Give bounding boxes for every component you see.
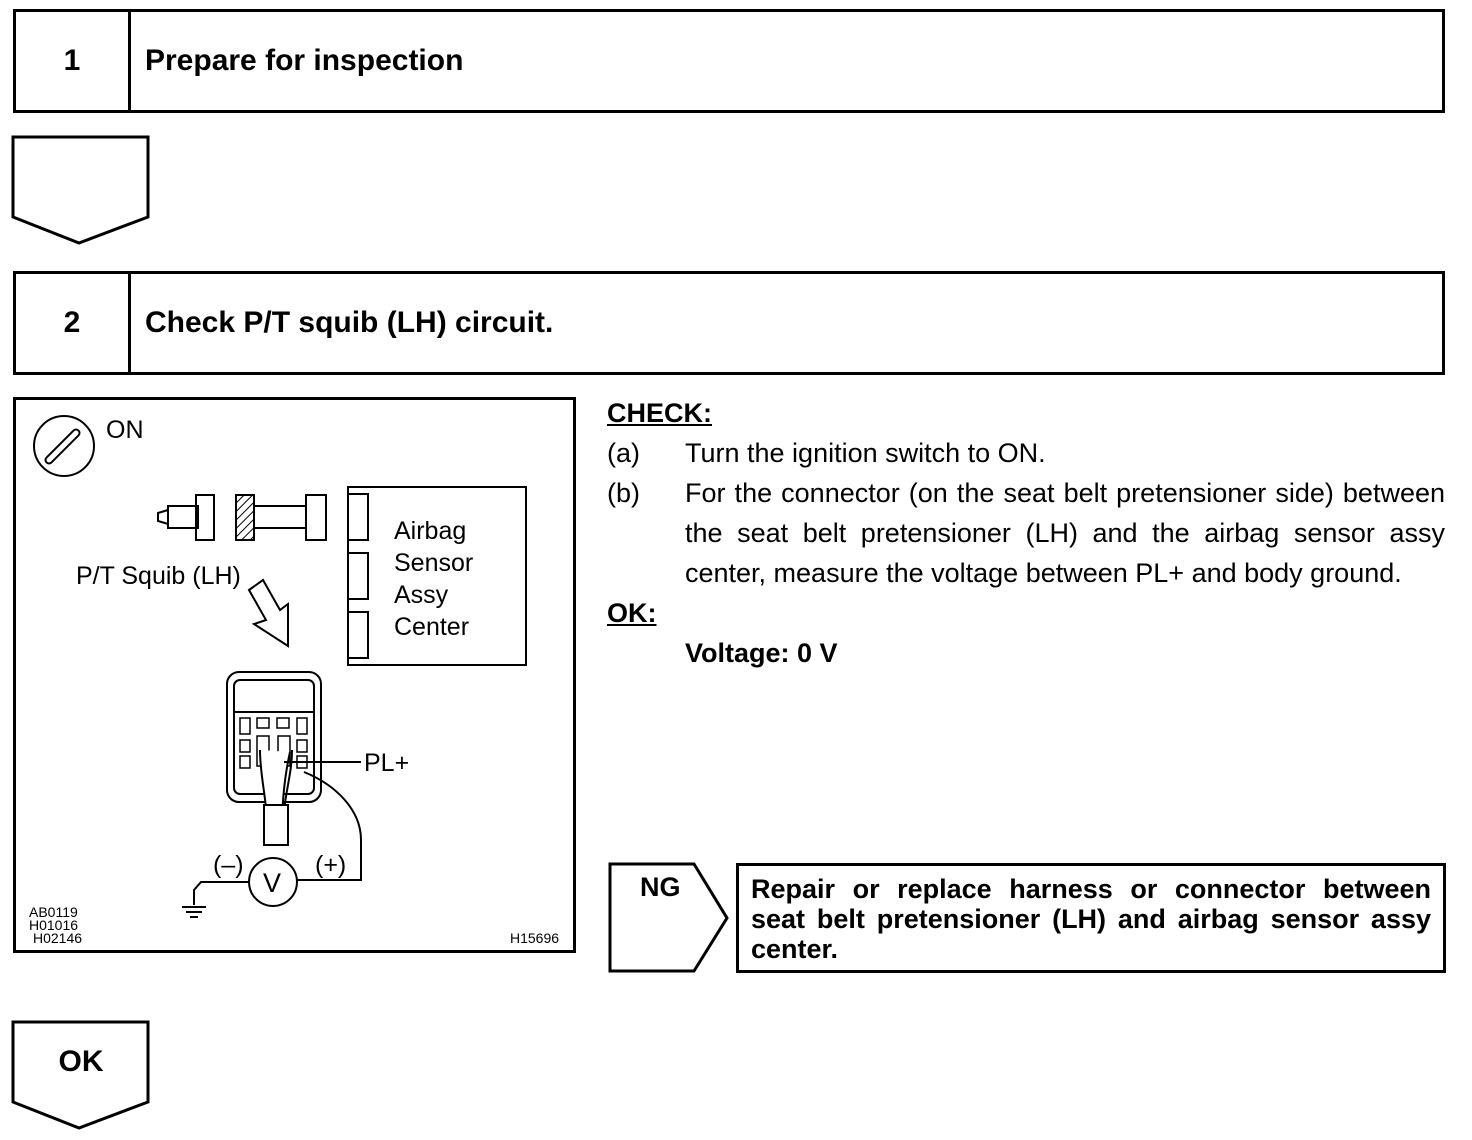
ng-action-box: Repair or replace harness or connector b… [736,863,1446,973]
sensor-label-line-3: Assy [394,581,449,609]
meter-symbol: V [263,868,282,898]
sensor-label-line-4: Center [394,613,470,641]
step-1-header: 1 Prepare for inspection [13,9,1445,113]
switch-state-label: ON [106,416,144,444]
ground-icon [182,906,206,918]
check-item: (b) For the connector (on the seat belt … [607,473,1445,593]
figure-code: H15696 [510,930,560,946]
step-2-header: 2 Check P/T squib (LH) circuit. [13,271,1445,375]
check-item-text: Turn the ignition switch to ON. [685,438,1046,468]
step-title: Prepare for inspection [145,44,464,77]
check-item-text: For the connector (on the seat belt pret… [685,478,1445,588]
sensor-label-line-1: Airbag [394,517,467,545]
ng-label: NG [640,872,681,902]
flow-arrow-icon [11,135,150,245]
ignition-key-icon [33,415,95,477]
terminal-label: PL+ [364,749,410,777]
spec-value: Voltage: 0 V [685,638,838,668]
connector-icon [157,494,327,541]
wiring-figure: ON P/T Squib (LH) Airbag Sensor Assy Cen… [13,397,576,953]
ok-heading: OK: [607,598,657,628]
meter-negative-label: (–) [213,851,244,879]
ref-code: H01016 [29,917,79,933]
ok-arrow-icon [11,1020,150,1130]
step-title: Check P/T squib (LH) circuit. [145,306,554,339]
check-item-label: (b) [607,478,640,508]
check-item-label: (a) [607,438,640,468]
ok-label: OK [58,1045,104,1078]
ref-code: H02146 [33,930,83,946]
meter-positive-label: (+) [315,851,347,879]
check-item: (a) Turn the ignition switch to ON. [607,433,1445,473]
ng-arrow-icon [608,862,729,973]
ref-code: AB0119 [29,904,78,920]
squib-label: P/T Squib (LH) [76,562,241,590]
sensor-label-line-2: Sensor [394,549,474,577]
check-heading: CHECK: [607,398,712,428]
step-number: 2 [16,274,131,372]
check-section: CHECK: (a) Turn the ignition switch to O… [607,393,1445,673]
step-number: 1 [16,12,131,110]
